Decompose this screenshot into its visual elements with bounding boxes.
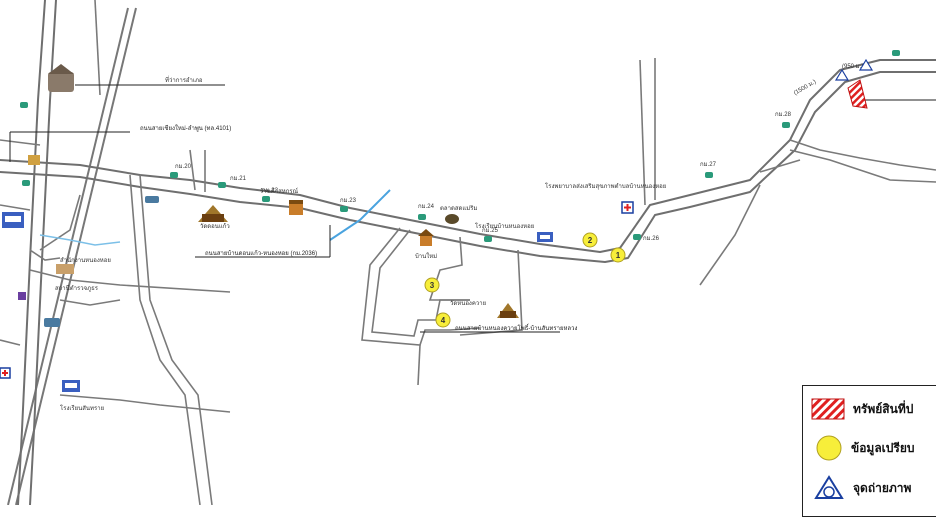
label-market: ตลาดสดแม่ริม: [440, 205, 477, 212]
svg-text:กม.24: กม.24: [418, 204, 435, 210]
bus-stop-icon: [892, 50, 900, 56]
bus-stop-icon: [20, 102, 28, 108]
svg-text:กม.23: กม.23: [340, 198, 357, 204]
comparison-marker-4[interactable]: 4: [435, 312, 451, 328]
svg-text:3: 3: [430, 281, 435, 290]
car-icon: [145, 196, 159, 203]
label-shop: ร้านค้าสหกรณ์: [260, 187, 299, 195]
temple-icon: [497, 303, 519, 318]
hospital-icon-2: [0, 367, 11, 379]
bus-stop-icon: กม.23: [340, 198, 357, 212]
temple-icon: [198, 205, 228, 222]
label-temple-2: วัดหนองควาย: [450, 300, 486, 307]
shop-icon: [289, 200, 303, 215]
market-icon: [445, 214, 459, 224]
label-village: บ้านใหม่: [415, 252, 437, 260]
school-icon: [2, 212, 24, 228]
camera-direction-icon: [814, 475, 844, 499]
comparison-marker-2[interactable]: 2: [582, 232, 598, 248]
legend-label-comparison: ข้อมูลเปรียบ: [851, 440, 915, 455]
bus-stop-icon: กม.27: [700, 162, 717, 178]
svg-text:2: 2: [588, 236, 593, 245]
school-icon: [537, 232, 553, 242]
label-temple-1: วัดดอนแก้ว: [200, 223, 230, 230]
road-label-1: ถนนสายเชียงใหม่-ลำพูน (ทล.4101): [140, 124, 231, 132]
road-label-2: ถนนสายบ้านดอนแก้ว-หนองหอย (กม.2036): [205, 250, 317, 257]
camera-direction-icon: [858, 58, 874, 71]
car-icon: [44, 318, 60, 327]
junction-icon: [28, 155, 40, 165]
svg-text:กม.26: กม.26: [643, 236, 660, 242]
legend-item-comparison: ข้อมูลเปรียบ: [815, 434, 915, 462]
legend-label-property: ทรัพย์สินที่ป: [853, 401, 914, 416]
label-station: สำนักงานหนองหอย: [60, 257, 111, 264]
school-icon: [62, 380, 80, 392]
svg-text:กม.28: กม.28: [775, 112, 792, 118]
road-label-3: ถนนสายบ้านหนองควายโพธิ์-บ้านสันทรายหลวง: [455, 323, 577, 332]
svg-text:กม.25: กม.25: [482, 228, 499, 234]
label-hospital: โรงพยาบาลส่งเสริมสุขภาพตำบลบ้านหนองหอย: [545, 182, 666, 190]
bus-stop-icon: กม.20: [170, 164, 192, 178]
property-hatch-icon: [811, 398, 845, 420]
road-network: [0, 0, 936, 505]
property-parcel[interactable]: [847, 79, 868, 109]
railway: [7, 7, 137, 505]
svg-text:4: 4: [441, 316, 446, 325]
office-icon: [48, 64, 74, 92]
bus-stop-icon: กม.21: [218, 176, 247, 188]
river: [329, 189, 391, 241]
bus-stop-icon: กม.22: [262, 188, 279, 202]
legend: ทรัพย์สินที่ป ข้อมูลเปรียบ จุดถ่ายภาพ: [802, 385, 936, 517]
hospital-icon: [621, 201, 634, 214]
callout-lines: [9, 84, 936, 333]
label-dist: (1500 ม.): [793, 79, 817, 97]
label-office: ที่ว่าการอำเภอ: [165, 76, 203, 84]
map-canvas: ถนนสายเชียงใหม่-ลำพูน (ทล.4101) ถนนสายบ้…: [0, 0, 936, 505]
label-police: สถานีตำรวจภูธร: [55, 284, 99, 292]
bus-stop-icon: กม.25: [482, 228, 499, 242]
police-icon: [18, 292, 26, 300]
comparison-marker-1[interactable]: 1: [610, 247, 626, 263]
label-dist-2: (950 ม.): [842, 64, 863, 70]
label-school-1: โรงเรียนบ้านหนองหอย: [475, 222, 534, 230]
svg-text:กม.21: กม.21: [230, 176, 247, 182]
legend-label-photo: จุดถ่ายภาพ: [853, 480, 912, 495]
km-markers: กม.20 กม.21 กม.22 กม.23 กม.24 กม.25 กม.2…: [20, 50, 900, 242]
legend-item-property: ทรัพย์สินที่ป: [811, 398, 913, 420]
comparison-marker-3[interactable]: 3: [424, 277, 440, 293]
svg-text:กม.27: กม.27: [700, 162, 717, 168]
bus-stop-icon: กม.24: [418, 204, 435, 220]
house-icon: [418, 229, 434, 246]
svg-text:1: 1: [616, 251, 621, 260]
svg-text:กม.22: กม.22: [262, 188, 279, 194]
station-icon: [56, 264, 74, 274]
river-2: [39, 234, 121, 246]
label-school-2: โรงเรียนสันทราย: [60, 404, 104, 412]
bus-stop-icon: [22, 180, 30, 186]
bus-stop-icon: กม.26: [633, 234, 660, 242]
camera-direction-icon: [834, 68, 850, 81]
yellow-circle-icon: [816, 435, 842, 461]
legend-item-photo: จุดถ่ายภาพ: [813, 474, 911, 502]
bus-stop-icon: กม.28: [775, 112, 792, 128]
svg-text:กม.20: กม.20: [175, 164, 192, 170]
